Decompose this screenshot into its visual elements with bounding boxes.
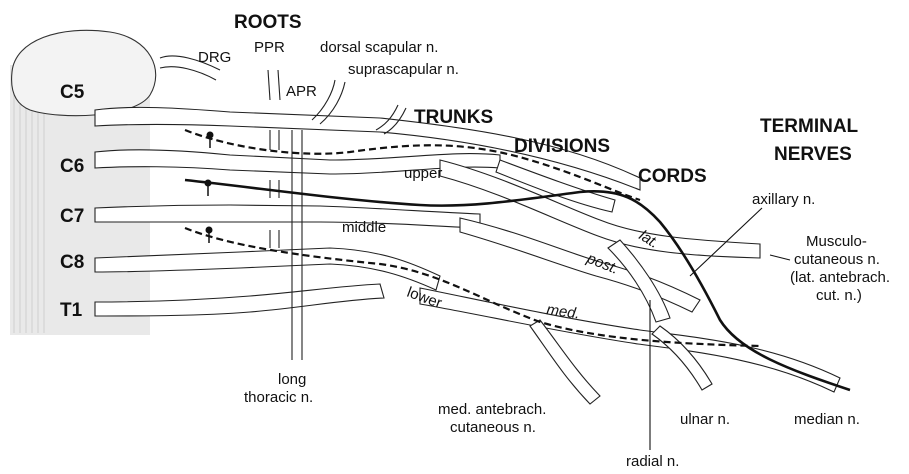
heading-terminal-1: TERMINAL <box>760 116 859 137</box>
label-ppr: PPR <box>254 39 285 56</box>
heading-terminal-2: NERVES <box>774 144 852 165</box>
heading-cords: CORDS <box>638 166 707 187</box>
heading-divisions: DIVISIONS <box>514 136 610 157</box>
label-lower-trunk: lower <box>405 284 445 312</box>
label-median: median n. <box>794 411 860 428</box>
root-c7: C7 <box>60 206 84 227</box>
ganglion-markers <box>205 132 214 244</box>
label-upper-trunk: upper <box>404 165 442 182</box>
label-axillary: axillary n. <box>752 191 815 208</box>
label-med-antebrach-1: med. antebrach. <box>438 401 546 418</box>
label-long-thoracic-2: thoracic n. <box>244 389 313 406</box>
label-med-antebrach-2: cutaneous n. <box>450 419 536 436</box>
root-c6: C6 <box>60 156 84 177</box>
label-musculo-2: cutaneous n. <box>794 251 880 268</box>
label-musculo-4: cut. n.) <box>816 287 862 304</box>
label-musculo-3: (lat. antebrach. <box>790 269 890 286</box>
heading-trunks: TRUNKS <box>414 107 493 128</box>
root-t1: T1 <box>60 300 83 321</box>
label-musculo-1: Musculo- <box>806 233 867 250</box>
root-c8: C8 <box>60 252 84 273</box>
label-middle-trunk: middle <box>342 219 386 236</box>
label-radial: radial n. <box>626 453 679 470</box>
label-ulnar: ulnar n. <box>680 411 730 428</box>
label-suprascapular: suprascapular n. <box>348 61 459 78</box>
label-long-thoracic-1: long <box>278 371 306 388</box>
label-drg: DRG <box>198 49 231 66</box>
heading-roots: ROOTS <box>234 12 302 33</box>
label-apr: APR <box>286 83 317 100</box>
root-c5: C5 <box>60 82 85 103</box>
label-dorsal-scapular: dorsal scapular n. <box>320 39 438 56</box>
